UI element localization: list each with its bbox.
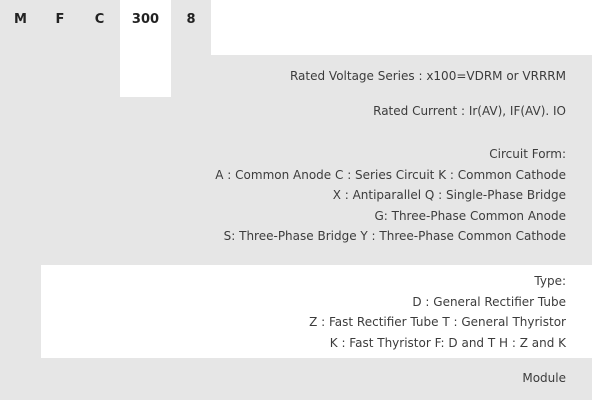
desc-type: Type: D : General Rectifier Tube Z : Fas… (309, 271, 566, 353)
gap-type (41, 265, 592, 358)
band-current (79, 0, 120, 128)
desc-circuit-line: Circuit Form: (489, 147, 566, 161)
code-circuit: C (94, 12, 105, 27)
desc-type-line: Type: (534, 274, 566, 288)
desc-current: Rated Current : Ir(AV), IF(AV). IO (373, 101, 566, 122)
desc-module-line: Module (522, 371, 566, 385)
desc-type-line: K : Fast Thyristor F: D and T H : Z and … (329, 335, 566, 350)
desc-voltage-line: Rated Voltage Series : x100=VDRM or VRRR… (289, 69, 566, 83)
band-voltage-body (171, 55, 592, 97)
desc-module: Module (522, 368, 566, 389)
desc-circuit-line: X : Antiparallel Q : Single-Phase Bridge (332, 188, 566, 202)
desc-type-line: D : General Rectifier Tube (412, 294, 566, 309)
desc-type-line: Z : Fast Rectifier Tube T : General Thyr… (309, 315, 566, 329)
code-voltage: 8 (186, 12, 196, 27)
band-type (0, 0, 41, 358)
desc-circuit-line: S: Three-Phase Bridge Y : Three-Phase Co… (223, 229, 566, 243)
desc-circuit-line: A : Common Anode C : Series Circuit K : … (215, 167, 566, 182)
code-current: 300 (131, 12, 160, 27)
band-current-body (120, 97, 592, 128)
desc-circuit: Circuit Form: A : Common Anode C : Serie… (215, 144, 566, 247)
desc-circuit-line: G: Three-Phase Common Anode (374, 208, 566, 223)
gap-voltage (120, 0, 171, 97)
band-circuit-body (79, 128, 592, 265)
code-type: F (55, 12, 65, 27)
desc-current-line: Rated Current : Ir(AV), IF(AV). IO (373, 104, 566, 118)
desc-voltage: Rated Voltage Series : x100=VDRM or VRRR… (290, 66, 566, 87)
code-module: M (14, 12, 27, 27)
band-circuit (41, 0, 79, 265)
